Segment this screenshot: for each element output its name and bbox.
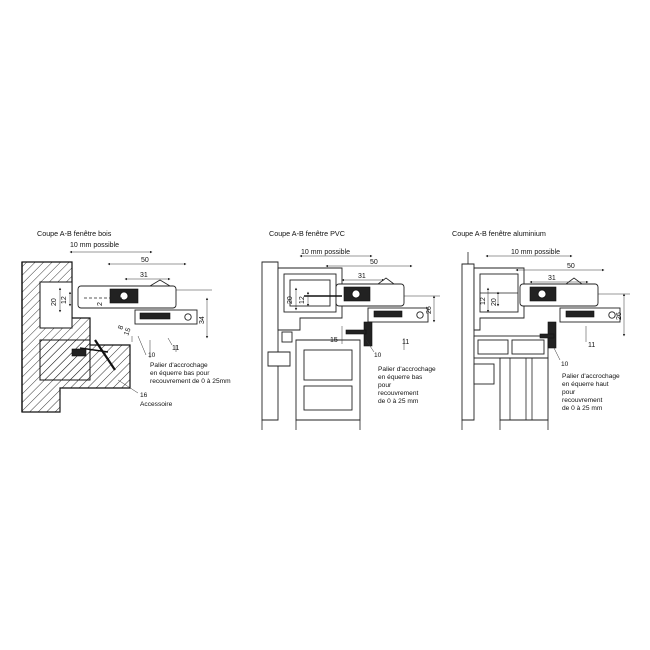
alu-dim-50: 50	[567, 263, 575, 270]
wood-dim-31: 31	[140, 272, 148, 279]
pvc-callout-line-2: en équerre bas	[378, 374, 423, 381]
pvc-dim-26: 26	[426, 306, 433, 314]
pvc-callout-line-3: pour	[378, 382, 392, 389]
wood-dim-10mm: 10 mm possible	[70, 242, 119, 249]
panel-pvc: Coupe A-B fenêtre PVC	[261, 229, 440, 430]
wood-accessory-label: Accessoire	[140, 401, 173, 408]
alu-dim-20: 20	[491, 298, 498, 306]
panel-pvc-title: Coupe A-B fenêtre PVC	[269, 229, 345, 238]
wood-dim-34: 34	[199, 316, 206, 324]
wood-callout-line-3: recouvrement de 0 à 25mm	[150, 378, 231, 385]
alu-callout-number: 10	[561, 361, 569, 368]
pvc-dim-10mm: 10 mm possible	[301, 249, 350, 256]
wood-dim-8: 8	[117, 325, 125, 331]
wood-dim-20: 20	[51, 298, 58, 306]
panel-alu-title: Coupe A-B fenêtre aluminium	[452, 229, 546, 238]
wood-dimension-lines	[58, 250, 212, 358]
pvc-hinge-assembly	[304, 277, 429, 347]
wood-callout-number: 10	[148, 352, 156, 359]
wood-callout-line-2: en équerre bas pour	[150, 370, 210, 377]
wood-frame-section	[21, 261, 131, 413]
pvc-dim-50: 50	[370, 259, 378, 266]
pvc-dimension-lines	[294, 254, 440, 350]
alu-callout-line-5: de 0 à 25 mm	[562, 405, 603, 412]
pvc-dim-15: 15	[330, 337, 338, 344]
panel-wood: Coupe A-B fenêtre bois	[21, 229, 231, 413]
alu-dim-10mm: 10 mm possible	[511, 249, 560, 256]
pvc-callout-number: 10	[374, 352, 382, 359]
pvc-callout-line-5: de 0 à 25 mm	[378, 398, 419, 405]
wood-accessory-leader	[117, 379, 139, 394]
wood-dim-12: 12	[61, 296, 68, 304]
alu-frame-section	[461, 252, 549, 430]
alu-callout-line-1: Palier d'accrochage	[562, 373, 620, 380]
wood-dim-11: 11	[172, 345, 179, 352]
alu-hinge-assembly	[519, 277, 621, 349]
alu-dim-31: 31	[548, 275, 556, 282]
alu-callout-line-2: en équerre haut	[562, 381, 609, 388]
wood-dim-15: 15	[123, 327, 132, 337]
pvc-dim-20: 20	[287, 296, 294, 304]
alu-callout-line-3: pour	[562, 389, 576, 396]
alu-callout-leader	[553, 347, 561, 361]
pvc-dim-11: 11	[402, 339, 409, 346]
wood-accessory-number: 16	[140, 392, 148, 399]
wood-dim-2: 2	[97, 302, 104, 306]
wood-dim-50: 50	[141, 257, 149, 264]
wood-hinge-assembly	[71, 279, 198, 371]
pvc-dim-31: 31	[358, 273, 366, 280]
pvc-dim-12: 12	[299, 296, 306, 304]
panel-aluminium: Coupe A-B fenêtre aluminium	[452, 229, 630, 430]
pvc-callout-leader	[365, 339, 375, 353]
wood-callout-line-1: Palier d'accrochage	[150, 362, 208, 369]
panel-wood-title: Coupe A-B fenêtre bois	[37, 229, 112, 238]
pvc-callout-line-4: recouvrement	[378, 390, 418, 397]
wood-callout-leader	[137, 335, 147, 356]
alu-callout-line-4: recouvrement	[562, 397, 602, 404]
pvc-callout-line-1: Palier d'accrochage	[378, 366, 436, 373]
alu-dim-11: 11	[588, 342, 595, 349]
alu-dim-26: 26	[616, 312, 623, 320]
alu-dim-12: 12	[480, 297, 487, 305]
alu-dimension-lines	[485, 254, 630, 342]
